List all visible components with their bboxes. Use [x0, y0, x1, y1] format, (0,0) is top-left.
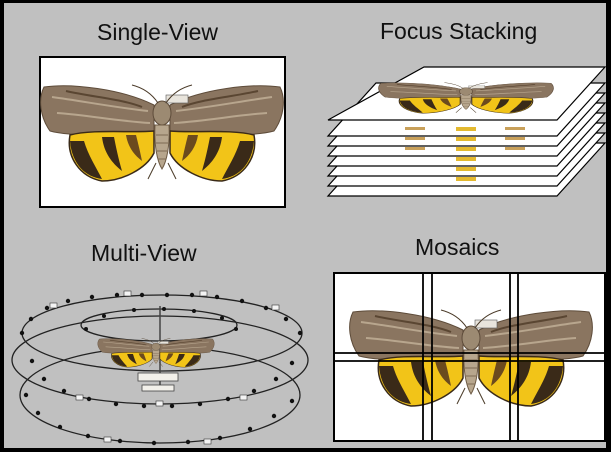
mosaics-panel — [334, 273, 605, 441]
single-view-panel — [40, 57, 285, 207]
figure-graphics — [4, 3, 606, 448]
focus-stacking-panel — [328, 67, 605, 196]
image-stack-icon — [328, 67, 605, 196]
figure-panel: Single-View Focus Stacking Multi-View Mo… — [4, 3, 606, 448]
multi-view-panel — [12, 291, 308, 445]
specimen-label-1 — [138, 373, 178, 381]
specimen-label-2 — [142, 385, 174, 391]
